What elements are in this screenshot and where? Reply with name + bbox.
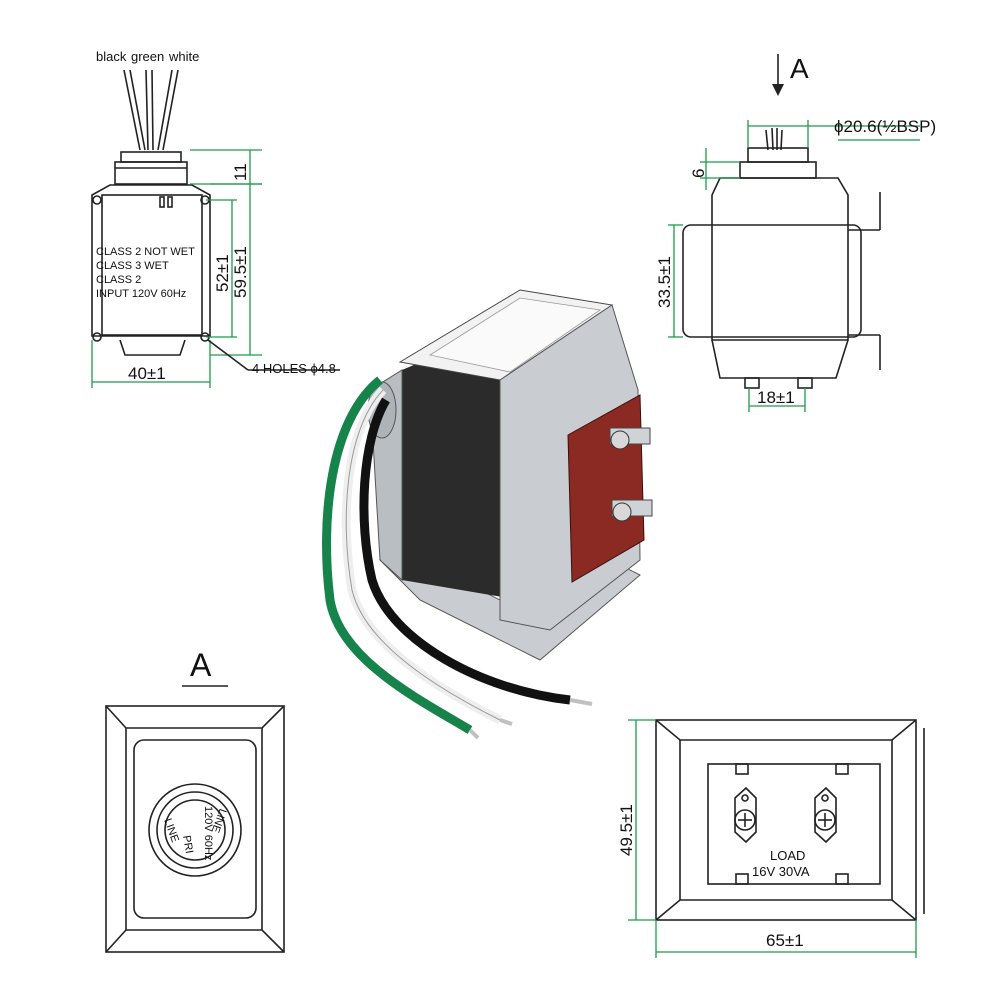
bottom-view-letter: A (190, 647, 212, 683)
dim-front-width: 40±1 (128, 364, 166, 383)
dim-side-diameter: ϕ20.6(½BSP) (834, 117, 936, 136)
dim-side-mount: 18±1 (757, 388, 795, 407)
front-label-line-4: INPUT 120V 60Hz (96, 288, 186, 300)
front-view: black green white CLASS 2 NOT WET CLASS … (91, 49, 340, 388)
dim-terminal-height: 49.5±1 (617, 804, 636, 856)
transformer-photo (322, 289, 653, 740)
circle-text-voltage: 120V 60Hz (202, 806, 214, 860)
side-view-letter: A (790, 53, 809, 84)
wire-label-green: green (131, 49, 164, 64)
dim-front-top: 11 (231, 163, 250, 181)
load-rating: 16V 30VA (752, 864, 810, 879)
front-label-line-3: CLASS 2 (96, 274, 141, 286)
holes-label: 4 HOLES ϕ4.8 (252, 361, 336, 376)
front-label-line-1: CLASS 2 NOT WET (96, 246, 195, 258)
dim-front-outer: 59.5±1 (231, 246, 250, 298)
wire-label-black: black (96, 49, 127, 64)
wire-label-white: white (168, 49, 199, 64)
dim-side-neck: 6 (689, 169, 708, 178)
arrow-down-icon (772, 84, 784, 96)
dim-front-inner: 52±1 (213, 254, 232, 292)
circle-text-pri: PRI (180, 834, 195, 854)
front-label-line-2: CLASS 3 WET (96, 260, 169, 272)
side-view: A ϕ20.6(½BSP) 6 33.5±1 18±1 (655, 53, 936, 412)
circle-text-line-left: LINE (161, 817, 181, 844)
terminal-screw-icon (609, 427, 653, 522)
bottom-view-a: A LINE PRI 120V 60Hz LINE (105, 647, 285, 953)
dim-side-height: 33.5±1 (655, 256, 674, 308)
terminal-view: LOAD 16V 30VA 49.5±1 65±1 (617, 719, 925, 958)
load-label: LOAD (770, 848, 805, 863)
dim-terminal-width: 65±1 (766, 931, 804, 950)
